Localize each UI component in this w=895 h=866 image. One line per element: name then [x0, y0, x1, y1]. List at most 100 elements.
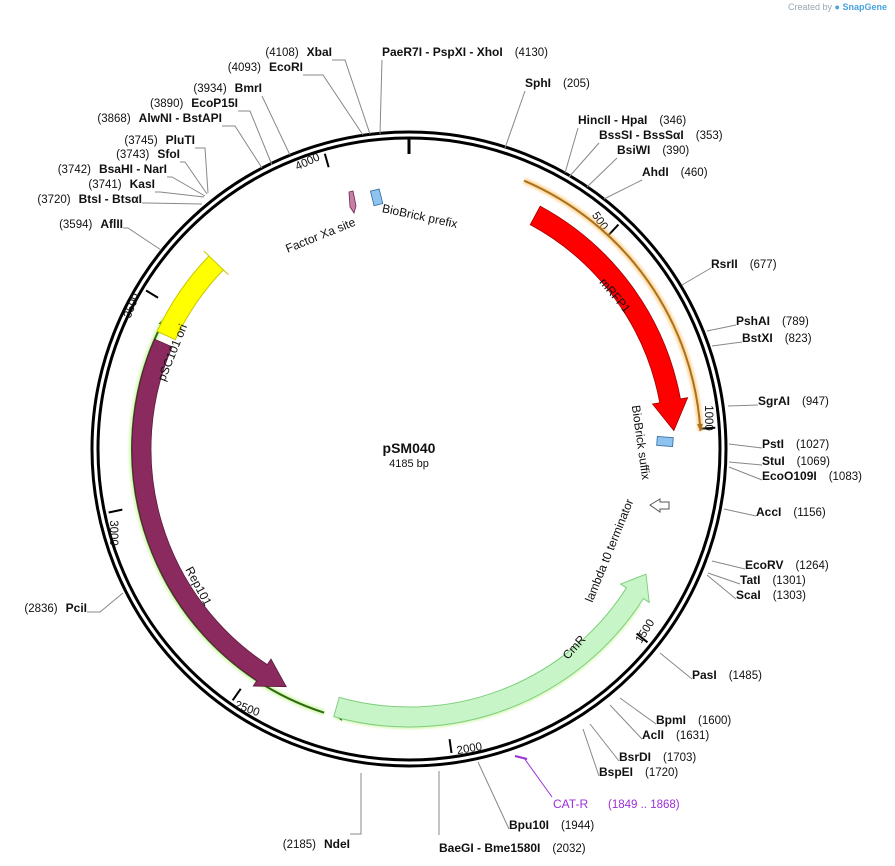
site-line-alwni-bstapi	[222, 125, 263, 169]
feature-psc101-ori[interactable]	[156, 250, 229, 341]
track-arrowhead	[697, 423, 704, 431]
site-name: SgrAI	[758, 394, 790, 408]
site-position: (1485)	[729, 670, 762, 682]
site-btsi-bts-i[interactable]: BtsI - BtsαI (3720)	[37, 192, 142, 206]
site-bpmi[interactable]: BpmI(1600)	[656, 713, 731, 727]
site-hincii-hpai[interactable]: HincII - HpaI(346)	[578, 113, 686, 127]
site-line-bsssi-bsss-i	[568, 142, 600, 178]
site-name: BsaHI - NarI	[99, 162, 167, 176]
site-line-ecorv	[711, 560, 746, 570]
site-bspei[interactable]: BspEI(1720)	[599, 765, 678, 779]
site-bpu10i[interactable]: Bpu10I(1944)	[509, 818, 594, 832]
plasmid-length: 4185 bp	[389, 458, 429, 470]
site-line-sgrai	[727, 404, 759, 407]
site-scai[interactable]: ScaI(1303)	[736, 588, 806, 602]
site-ndei[interactable]: NdeI(2185)	[283, 837, 350, 851]
created-by-text: Created by	[787, 2, 833, 12]
site-ecori[interactable]: EcoRI(4093)	[228, 60, 303, 74]
primer-range: (1849 .. 1868)	[608, 799, 680, 811]
feature-cmr-arrow[interactable]	[333, 573, 650, 728]
feature-rep101-arrow[interactable]	[131, 338, 287, 688]
site-line-acli	[609, 704, 643, 740]
site-name: RsrII	[711, 257, 738, 271]
site-name: BspEI	[599, 765, 633, 779]
tick-mark	[231, 688, 242, 701]
site-position: (460)	[681, 167, 708, 179]
site-aflii[interactable]: AflII(3594)	[59, 217, 123, 231]
site-bsssi-bsss-i[interactable]: BssSI - BssSαI(353)	[599, 128, 723, 142]
site-line-tati	[707, 572, 741, 585]
site-name: BmrI	[235, 81, 262, 95]
site-xbai[interactable]: XbaI(4108)	[265, 45, 332, 59]
feature-factor-xa-site[interactable]	[348, 190, 357, 214]
site-position: (947)	[802, 396, 829, 408]
site-pluti[interactable]: PluTI(3745)	[124, 133, 195, 147]
site-position: (3594)	[59, 219, 92, 231]
site-bsiwi[interactable]: BsiWI(390)	[617, 143, 689, 157]
feature-biobrick-suffix[interactable]	[656, 436, 674, 447]
site-position: (677)	[750, 259, 777, 271]
site-label-group: XbaI(4108)EcoRI(4093) BmrI(3934)EcoP15I(3…	[24, 45, 862, 855]
site-pshai[interactable]: PshAI(789)	[736, 314, 809, 328]
site-tati[interactable]: TatI(1301)	[740, 573, 806, 587]
primer-cat-r-mark[interactable]	[514, 755, 528, 760]
site-alwni-bstapi[interactable]: AlwNI - BstAPI(3868)	[97, 111, 222, 125]
site-acci[interactable]: AccI(1156)	[756, 505, 826, 519]
site-line-bspei	[582, 728, 600, 777]
feature-biobrick-prefix[interactable]	[369, 188, 384, 207]
tick-mark	[145, 289, 159, 299]
site-position: (789)	[782, 316, 809, 328]
site-position: (1944)	[561, 820, 594, 832]
site-name: HincII - HpaI	[578, 113, 647, 127]
site-stui[interactable]: StuI(1069)	[762, 454, 830, 468]
site-position: (3720)	[37, 194, 70, 206]
site-baegi-bme1580i[interactable]: BaeGI - Bme1580I(2032)	[439, 841, 586, 855]
feature-lambda-t0-terminator[interactable]	[649, 498, 670, 513]
site-kasi[interactable]: KasI(3741)	[88, 177, 155, 191]
site-position: (1156)	[793, 507, 826, 519]
site-name: PciI	[66, 601, 87, 615]
site-rsrii[interactable]: RsrII (677)	[711, 257, 777, 271]
site-position: (1301)	[772, 575, 805, 587]
tick-label: 4000	[294, 151, 322, 173]
site-name: AclI	[642, 728, 664, 742]
site-name: EcoRI	[269, 60, 303, 74]
site-name: BpmI	[656, 713, 686, 727]
primer-cat-r[interactable]: CAT-R(1849 .. 1868)	[553, 797, 680, 811]
snapgene-logo-icon: ●	[834, 2, 840, 12]
site-line-bpmi	[619, 697, 657, 725]
site-line-pluti	[195, 147, 209, 194]
site-line-bsahi-nari	[167, 176, 206, 197]
site-paer7i-pspxi-xhoi[interactable]: PaeR7I - PspXI - XhoI(4130)	[382, 45, 548, 59]
site-line-ahdi	[603, 179, 643, 200]
site-pcii[interactable]: PciI(2836)	[24, 601, 87, 615]
tick-label: 1000	[702, 405, 714, 431]
site-bmri[interactable]: BmrI(3934)	[193, 81, 262, 95]
site-acli[interactable]: AclI(1631)	[642, 728, 709, 742]
site-ahdi[interactable]: AhdI(460)	[642, 165, 708, 179]
backbone-outer	[90, 130, 728, 768]
site-sphi[interactable]: SphI(205)	[525, 76, 590, 90]
site-bstxi[interactable]: BstXI(823)	[742, 331, 812, 345]
site-ecop15i[interactable]: EcoP15I(3890)	[150, 96, 238, 110]
site-name: NdeI	[324, 837, 350, 851]
site-pasi[interactable]: PasI(1485)	[692, 668, 762, 682]
site-position: (205)	[563, 78, 590, 90]
site-name: BsrDI	[619, 750, 651, 764]
site-psti[interactable]: PstI(1027)	[762, 437, 829, 451]
site-ecoo109i[interactable]: EcoO109I(1083)	[762, 469, 862, 483]
site-position: (3743)	[116, 149, 149, 161]
site-ecorv[interactable]: EcoRV(1264)	[745, 558, 829, 572]
site-sfoi[interactable]: SfoI(3743)	[116, 147, 180, 161]
site-bsrdi[interactable]: BsrDI(1703)	[619, 750, 696, 764]
site-line-psti	[728, 443, 763, 449]
primer-cat-r-line	[523, 757, 553, 798]
site-name: BtsI - BtsαI	[79, 192, 142, 206]
site-bsahi-nari[interactable]: BsaHI - NarI(3742)	[58, 162, 167, 176]
site-name: BstXI	[742, 331, 773, 345]
feature-mrfp1-arrow[interactable]	[529, 205, 689, 432]
site-sgrai[interactable]: SgrAI (947)	[758, 394, 829, 408]
site-line-paer7i-pspxi-xhoi	[379, 59, 383, 135]
site-name: EcoRV	[745, 558, 783, 572]
